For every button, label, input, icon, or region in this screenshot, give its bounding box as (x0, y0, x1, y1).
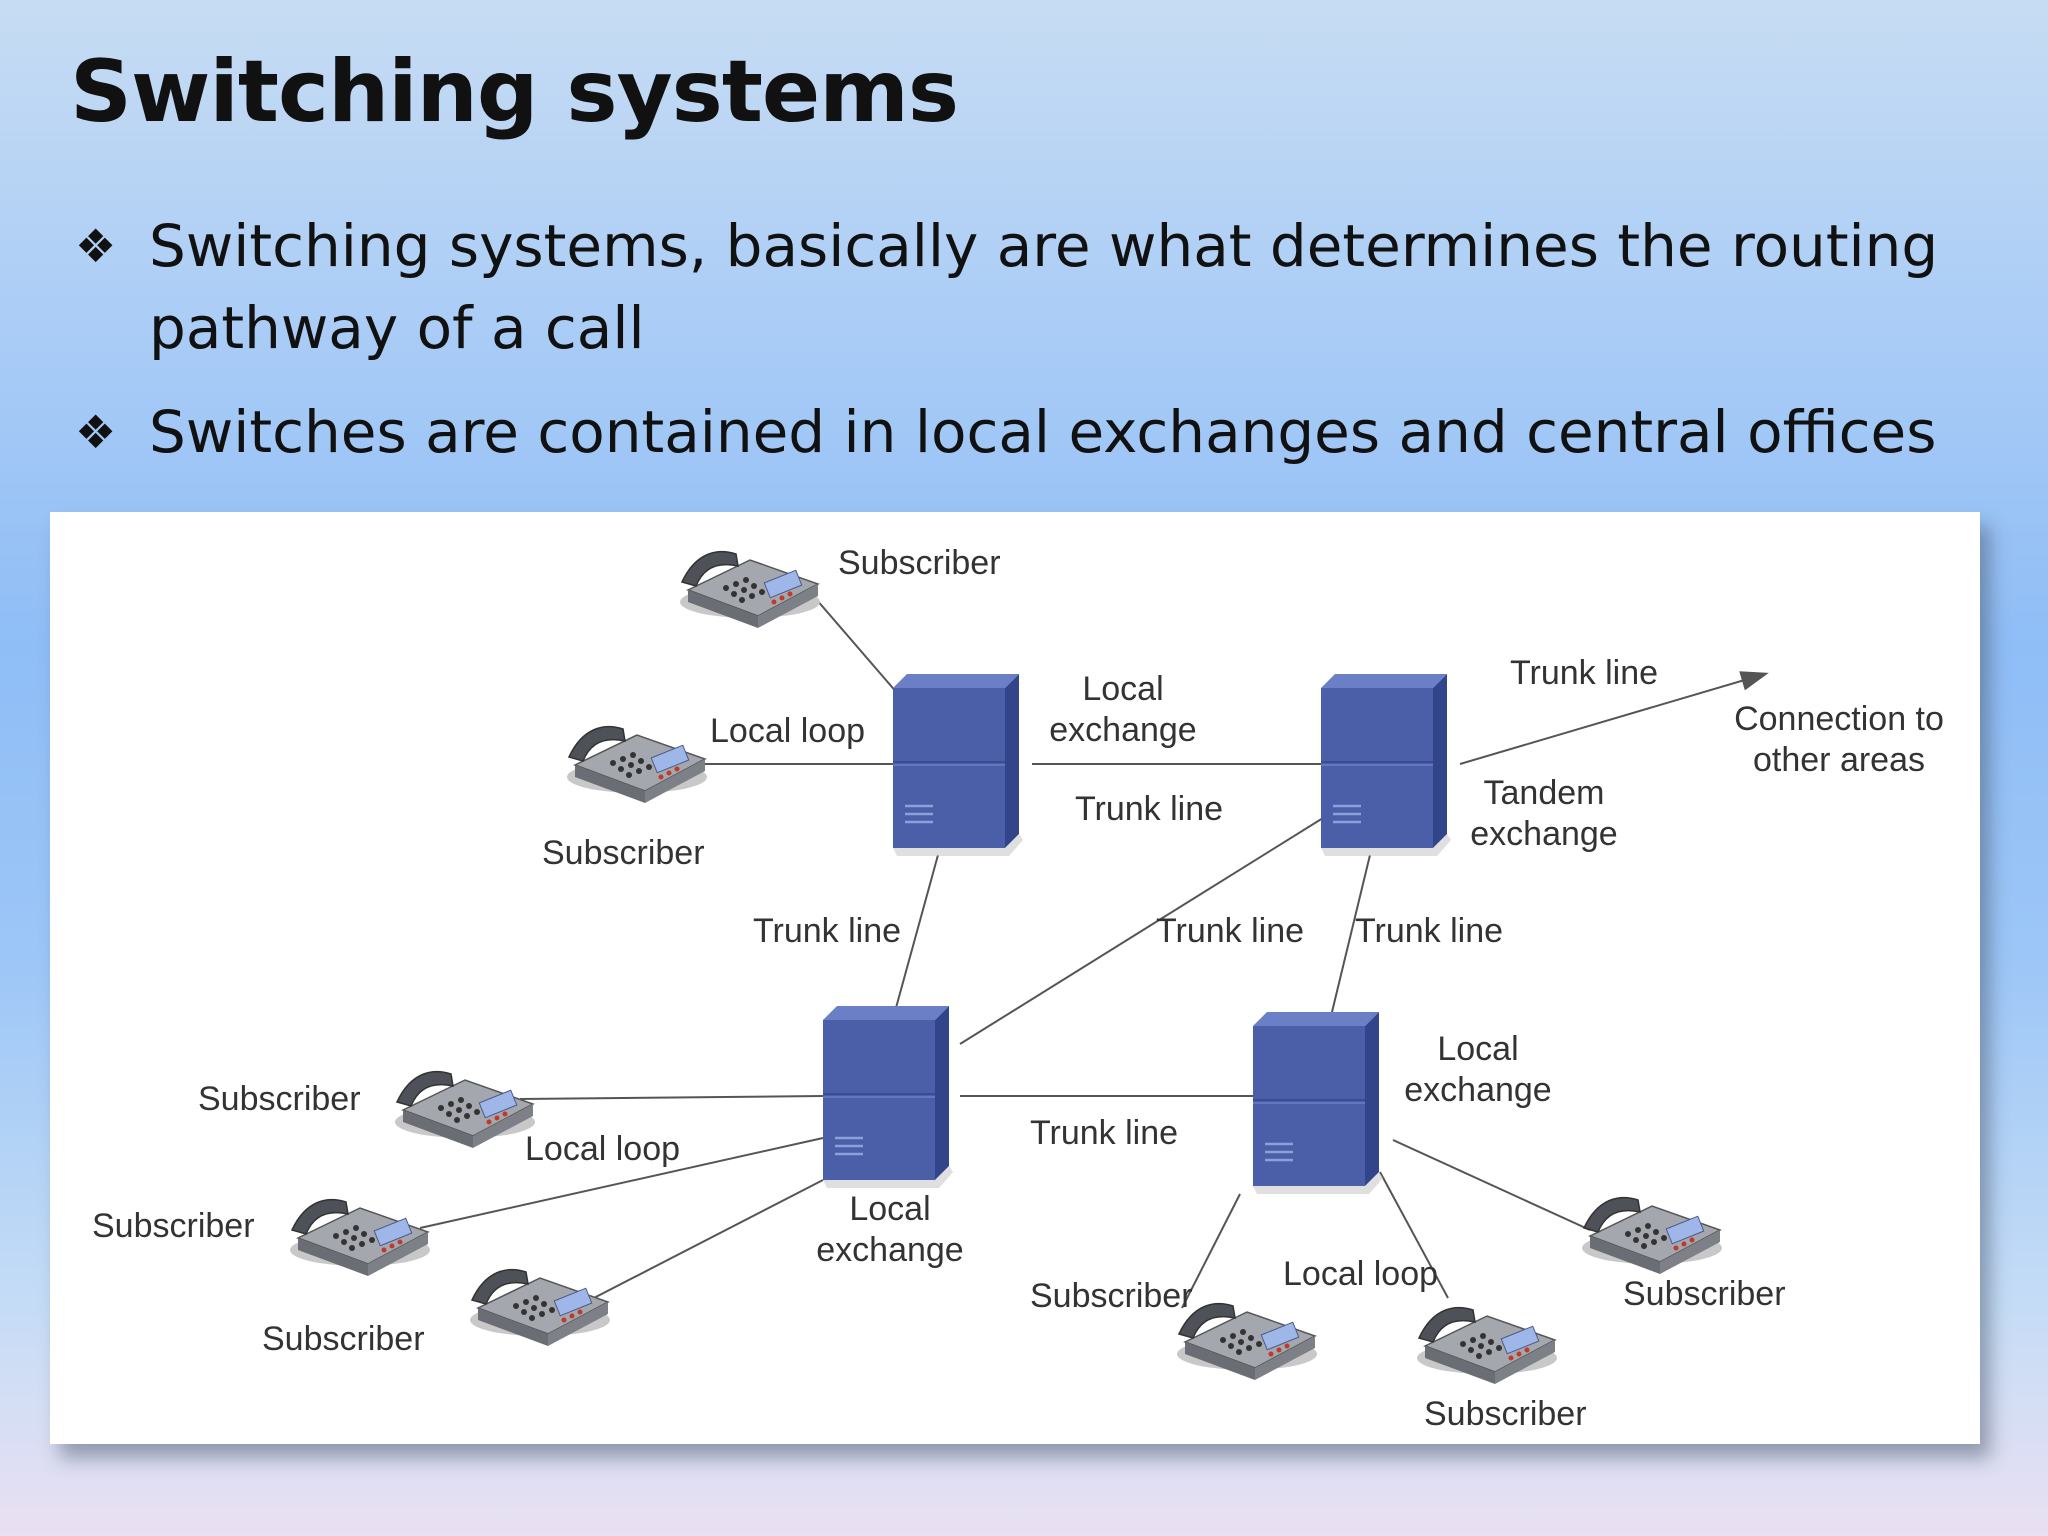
bullet-item: ❖ Switching systems, basically are what … (75, 205, 1995, 369)
link-loop-bl2 (419, 1137, 824, 1229)
subscriber-label: Subscriber (92, 1207, 255, 1245)
bullet-text: Switching systems, basically are what de… (149, 212, 1939, 362)
local-exchange-label: exchange (1049, 711, 1196, 749)
local-exchange-label: exchange (816, 1231, 963, 1269)
local-exchange-server-icon (891, 672, 1025, 858)
telephone-icon (1416, 1306, 1558, 1385)
link-loop-br1 (1181, 1193, 1241, 1309)
bullet-item: ❖ Switches are contained in local exchan… (75, 391, 1995, 473)
bullet-text: Switches are contained in local exchange… (149, 398, 1937, 466)
diamond-bullet-icon: ❖ (75, 219, 117, 273)
slide-title: Switching systems (70, 42, 959, 142)
telephone-icon (1176, 1302, 1318, 1381)
tandem-exchange-server-icon (1319, 672, 1453, 858)
local-exchange-label: Local (1082, 670, 1163, 708)
network-diagram: Subscriber Local loop Subscriber Local e… (50, 512, 1980, 1444)
link-loop-br2 (1379, 1171, 1449, 1299)
local-exchange-label: exchange (1404, 1071, 1551, 1109)
diamond-bullet-icon: ❖ (75, 405, 117, 459)
link-trunk-to-other-areas (1459, 671, 1769, 765)
link-loop-bl3 (589, 1179, 824, 1301)
connection-to-other-areas-label: other areas (1753, 741, 1925, 779)
trunk-line-label: Trunk line (1510, 654, 1658, 692)
subscriber-label: Subscriber (1424, 1395, 1587, 1433)
subscriber-label: Subscriber (542, 834, 705, 872)
link-top-subscriber (809, 591, 899, 695)
link-trunk-left-vertical (890, 854, 939, 1027)
local-loop-label: Local loop (525, 1130, 680, 1168)
local-exchange-server-icon (1251, 1010, 1385, 1196)
local-exchange-label: Local (849, 1190, 930, 1228)
link-loop-br3 (1392, 1139, 1591, 1231)
local-loop-label: Local loop (1283, 1255, 1438, 1293)
telephone-icon (1581, 1196, 1723, 1275)
trunk-line-label: Trunk line (753, 912, 901, 950)
telephone-icon (679, 550, 821, 629)
telephone-icon (289, 1198, 431, 1277)
trunk-line-label: Trunk line (1030, 1114, 1178, 1152)
tandem-exchange-label: exchange (1470, 815, 1617, 853)
tandem-exchange-label: Tandem (1484, 774, 1605, 812)
link-trunk-right-vertical (1331, 854, 1371, 1013)
diagram-canvas: Subscriber Local loop Subscriber Local e… (92, 544, 1944, 1433)
trunk-line-label: Trunk line (1156, 912, 1304, 950)
subscriber-label: Subscriber (262, 1320, 425, 1358)
trunk-line-label: Trunk line (1355, 912, 1503, 950)
subscriber-label: Subscriber (198, 1080, 361, 1118)
telephone-icon (469, 1268, 611, 1347)
telephone-icon (566, 725, 708, 804)
link-trunk-diagonal (959, 817, 1324, 1045)
local-loop-label: Local loop (710, 712, 865, 750)
local-exchange-label: Local (1437, 1030, 1518, 1068)
telephone-icon (394, 1070, 536, 1149)
subscriber-label: Subscriber (1623, 1275, 1786, 1313)
subscriber-label: Subscriber (1030, 1277, 1193, 1315)
link-loop-bl1 (519, 1095, 824, 1100)
connection-to-other-areas-label: Connection to (1734, 700, 1944, 738)
trunk-line-label: Trunk line (1075, 790, 1223, 828)
local-exchange-server-icon (821, 1004, 955, 1190)
bullet-list: ❖ Switching systems, basically are what … (75, 205, 1995, 495)
subscriber-label: Subscriber (838, 544, 1001, 582)
